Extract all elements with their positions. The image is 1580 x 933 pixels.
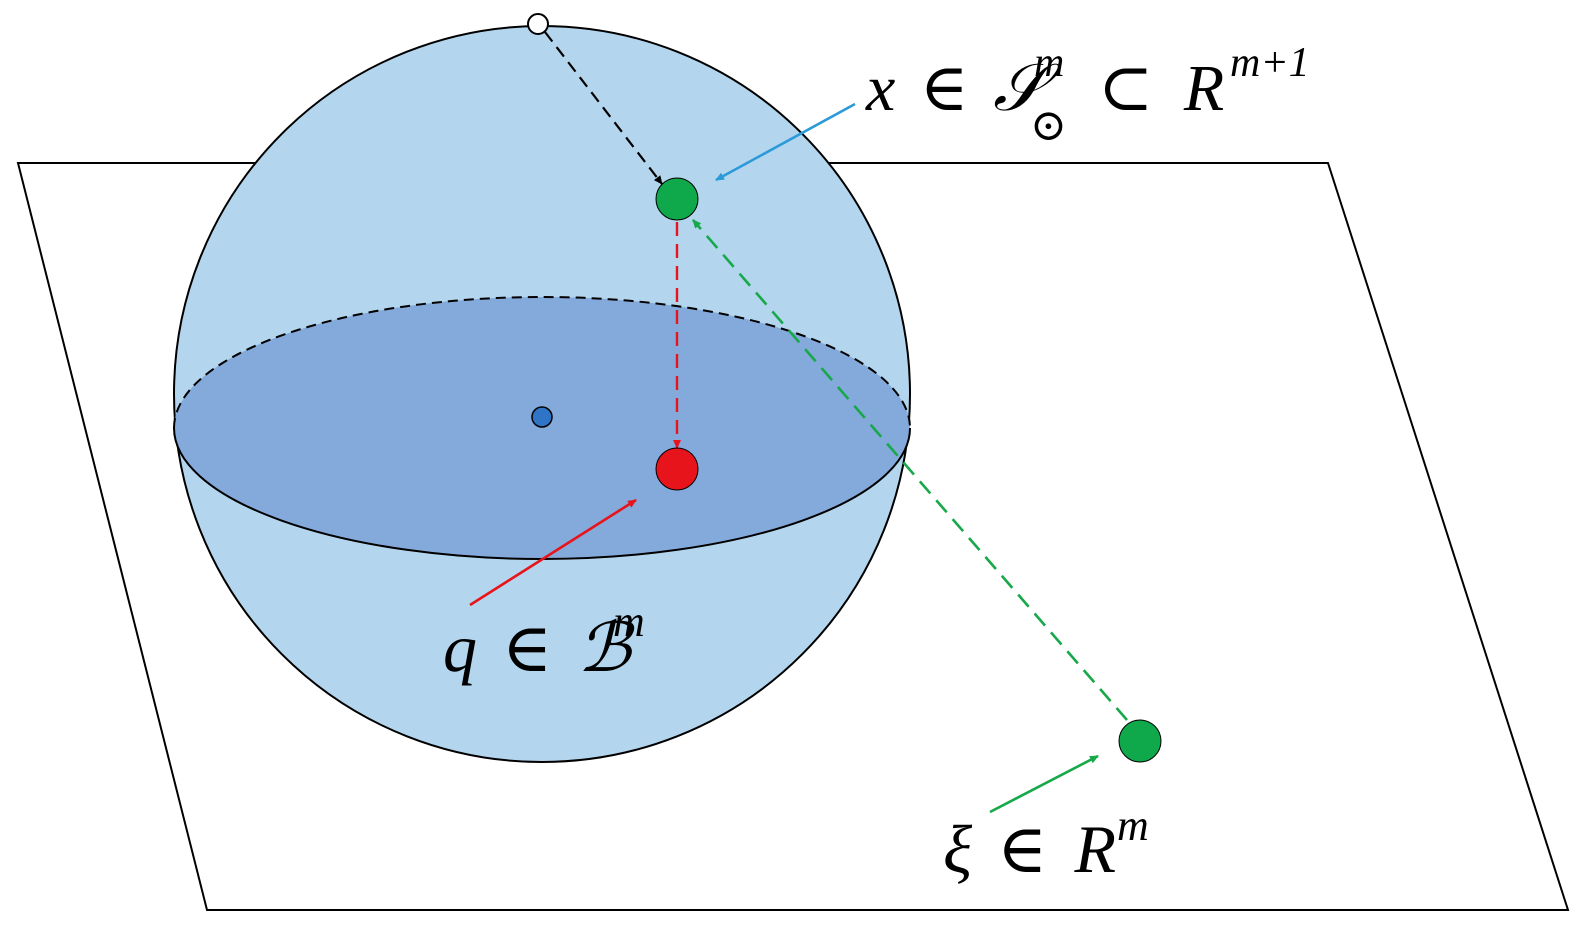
xi-label: ξ ∈ R m <box>943 801 1149 887</box>
x-label: x ∈ 𝒮 m ⊙ ⊂ R m+1 <box>865 40 1310 150</box>
q-label-pointer-arrow <box>469 498 637 607</box>
svg-text:q ∈ ℬ: q ∈ ℬ <box>443 610 635 686</box>
xi-label-var: ξ <box>943 811 973 887</box>
q-label: q ∈ ℬ m <box>443 597 645 686</box>
q-label-rel: ∈ <box>502 610 552 686</box>
q-label-set: ℬ <box>577 610 635 686</box>
center-point <box>531 406 553 428</box>
north-pole-point <box>527 13 549 35</box>
x-label-space: R <box>1183 52 1224 125</box>
x-label-var: x <box>865 52 895 125</box>
xi-label-rel: ∈ <box>997 811 1047 887</box>
plane-point-xi <box>1118 719 1162 763</box>
equatorial-disk <box>174 297 910 559</box>
xi-label-pointer-arrow <box>989 754 1099 814</box>
x-label-pointer-arrow <box>715 102 856 182</box>
ball-point-q <box>655 447 699 491</box>
x-label-rel: ∈ <box>920 52 969 125</box>
xi-label-sup: m <box>1117 801 1149 850</box>
x-label-sub: ⊙ <box>1030 101 1067 150</box>
x-label-sup: m <box>1034 40 1064 86</box>
x-label-space-sup: m+1 <box>1230 40 1310 86</box>
svg-text:⊂ R: ⊂ R <box>1098 52 1224 125</box>
plane-to-sphere-arrow <box>692 219 1128 721</box>
x-label-rel2: ⊂ <box>1098 52 1153 125</box>
north-pole-projection-arrow <box>544 31 663 185</box>
sphere-point-x <box>655 177 699 221</box>
q-label-var: q <box>443 610 477 686</box>
q-label-sup: m <box>613 597 645 646</box>
xi-label-space: R <box>1073 811 1116 887</box>
svg-text:ξ ∈ R: ξ ∈ R <box>943 811 1116 887</box>
